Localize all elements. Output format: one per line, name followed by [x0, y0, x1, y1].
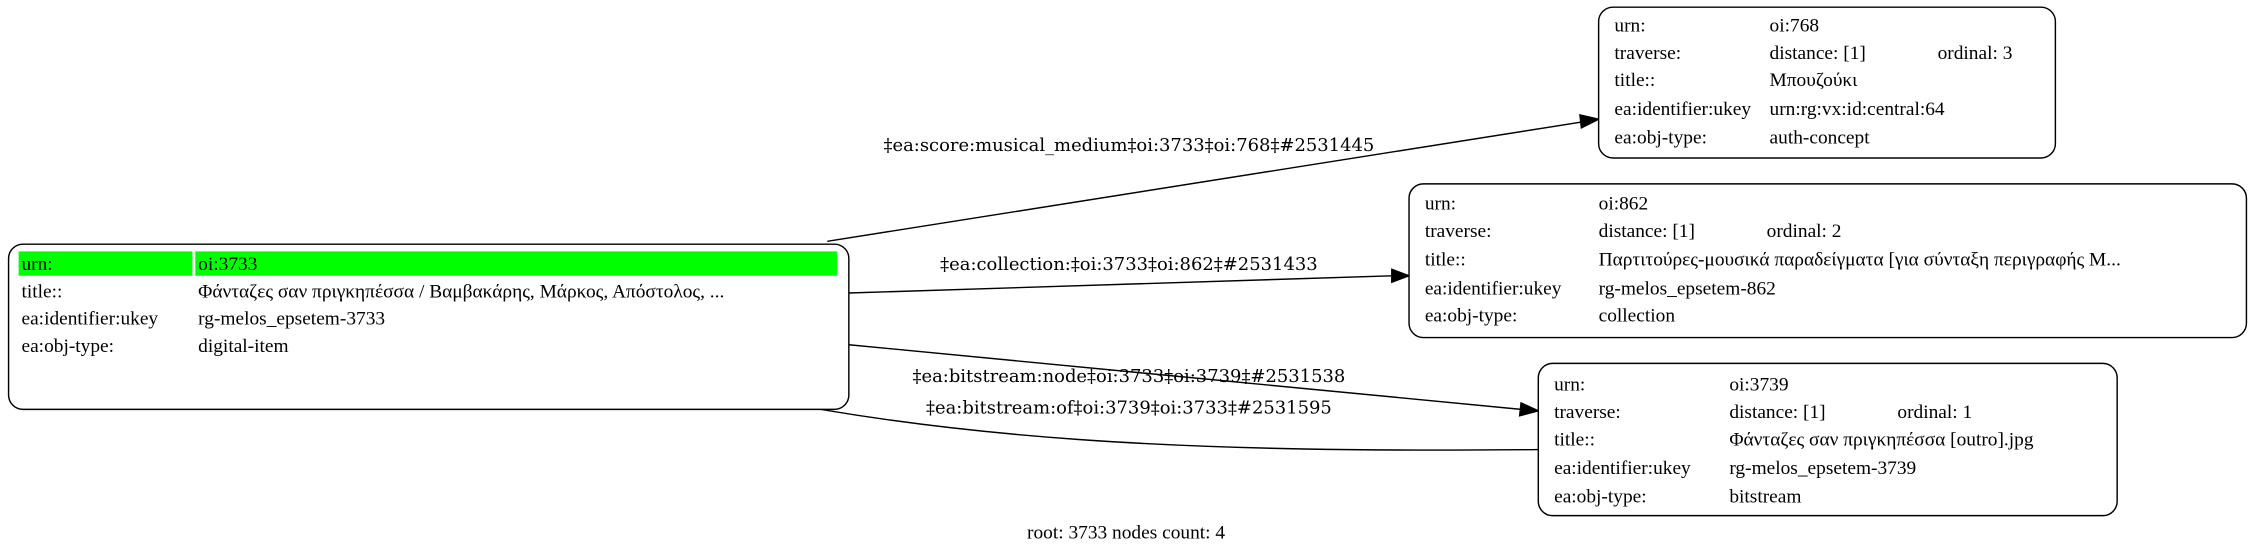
field-value: oi:862 — [1599, 194, 1649, 215]
field-value: urn:rg:vx:id:central:64 — [1770, 99, 1945, 120]
arrowhead-icon — [1518, 401, 1541, 417]
field-value: rg-melos_epsetem-862 — [1599, 278, 1776, 299]
edge-label: ‡ea:score:musical_medium‡oi:3733‡oi:768‡… — [884, 135, 1375, 156]
edge-label: ‡ea:bitstream:node‡oi:3733‡oi:3739‡#2531… — [913, 366, 1346, 387]
edge-bitstream-node[interactable]: ‡ea:bitstream:node‡oi:3733‡oi:3739‡#2531… — [848, 344, 1541, 417]
field-label: urn: — [22, 254, 53, 275]
edge-collection[interactable]: ‡ea:collection:‡oi:3733‡oi:862‡#2531433 — [848, 254, 1412, 294]
field-label: ea:obj-type: — [22, 336, 115, 357]
field-value: Φάνταζες σαν πριγκηπέσσα / Βαμβακάρης, Μ… — [198, 281, 724, 302]
field-label: title:: — [1554, 429, 1595, 450]
field-label: ea:obj-type: — [1554, 487, 1647, 508]
field-value: collection — [1599, 306, 1676, 327]
field-label: urn: — [1425, 194, 1456, 215]
field-label: traverse: — [1425, 221, 1492, 242]
field-value: digital-item — [198, 336, 288, 357]
highlight-urn-label — [18, 251, 193, 276]
field-value: distance: [1] — [1770, 43, 1866, 64]
field-label: ea:identifier:ukey — [1614, 99, 1751, 120]
field-value: ordinal: 2 — [1767, 221, 1842, 242]
field-value: rg-melos_epsetem-3733 — [198, 309, 385, 330]
arrowhead-icon — [1579, 113, 1601, 129]
field-label: ea:identifier:ukey — [22, 309, 159, 330]
edge-label: ‡ea:bitstream:of‡oi:3739‡oi:3733‡#253159… — [926, 398, 1332, 419]
field-value: bitstream — [1729, 487, 1801, 508]
field-value: distance: [1] — [1599, 221, 1695, 242]
field-value: oi:3733 — [198, 254, 257, 275]
field-value: auth-concept — [1770, 128, 1871, 149]
field-value: oi:768 — [1770, 16, 1820, 37]
node-root-3733[interactable]: urn: oi:3733 title:: Φάνταζες σαν πριγκη… — [7, 243, 850, 411]
field-label: traverse: — [1554, 402, 1621, 423]
edge-musical-medium[interactable]: ‡ea:score:musical_medium‡oi:3733‡oi:768‡… — [827, 113, 1601, 243]
node-768[interactable]: urn: oi:768 traverse: distance: [1] ordi… — [1597, 6, 2057, 159]
field-label: title:: — [1425, 250, 1466, 271]
field-label: urn: — [1614, 16, 1645, 37]
field-label: title:: — [1614, 70, 1655, 91]
graph-caption: root: 3733 nodes count: 4 — [1027, 523, 1225, 544]
field-value: Μπουζούκι — [1770, 70, 1859, 91]
field-label: traverse: — [1614, 43, 1681, 64]
field-value: Φάνταζες σαν πριγκηπέσσα [outro].jpg — [1729, 429, 2034, 450]
node-862[interactable]: urn: oi:862 traverse: distance: [1] ordi… — [1408, 183, 2248, 339]
field-label: urn: — [1554, 375, 1585, 396]
field-label: ea:identifier:ukey — [1425, 278, 1562, 299]
field-value: rg-melos_epsetem-3739 — [1729, 458, 1916, 479]
field-label: title:: — [22, 281, 63, 302]
field-label: ea:identifier:ukey — [1554, 458, 1691, 479]
field-value: oi:3739 — [1729, 375, 1788, 396]
field-label: ea:obj-type: — [1425, 306, 1518, 327]
field-value: ordinal: 3 — [1938, 43, 2013, 64]
field-value: ordinal: 1 — [1897, 402, 1972, 423]
edge-label: ‡ea:collection:‡oi:3733‡oi:862‡#2531433 — [940, 254, 1318, 275]
field-value: Παρτιτούρες-μουσικά παραδείγματα [για σύ… — [1599, 250, 2121, 271]
field-label: ea:obj-type: — [1614, 128, 1707, 149]
arrowhead-icon — [1391, 268, 1412, 284]
field-value: distance: [1] — [1729, 402, 1825, 423]
node-3739[interactable]: urn: oi:3739 traverse: distance: [1] ord… — [1537, 362, 2118, 517]
highlight-urn-value — [195, 251, 838, 276]
